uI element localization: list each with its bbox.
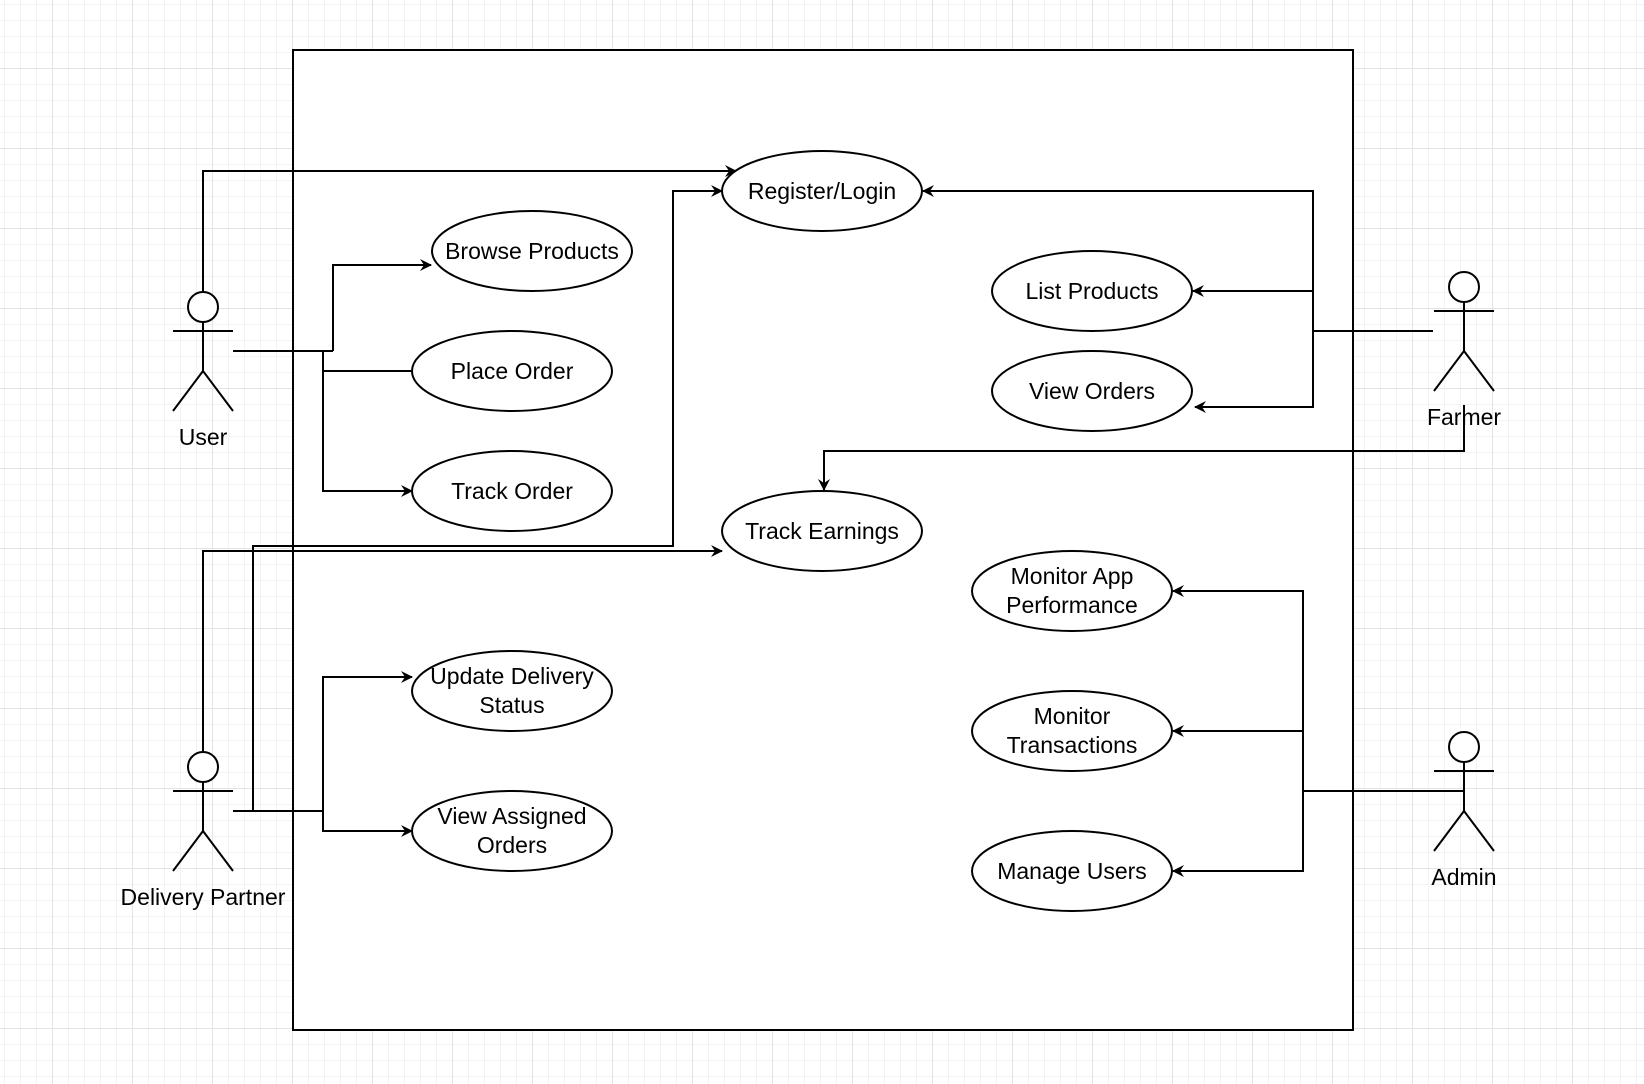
- use-case-label: Track Order: [451, 478, 573, 504]
- use-case-browse-products[interactable]: Browse Products: [431, 210, 633, 292]
- actor-user[interactable]: User: [172, 291, 234, 450]
- connector-admin-users: [1172, 791, 1304, 877]
- stick-figure-icon: [1433, 271, 1495, 392]
- use-case-label: View Orders: [1029, 378, 1155, 404]
- actor-label: Admin: [1431, 864, 1496, 890]
- actor-delivery-partner[interactable]: Delivery Partner: [121, 751, 286, 910]
- use-case-label: Place Order: [451, 358, 574, 384]
- use-case-label-line-2: Transactions: [1007, 732, 1138, 758]
- use-case-label-line-1: Monitor: [1034, 703, 1111, 729]
- actor-label: User: [179, 424, 228, 450]
- use-case-view-orders[interactable]: View Orders: [991, 350, 1193, 432]
- use-case-label-line-2: Orders: [477, 832, 547, 858]
- stick-figure-icon: [1433, 731, 1495, 852]
- use-case-track-earnings[interactable]: Track Earnings: [721, 490, 923, 572]
- use-case-view-assigned-orders[interactable]: View Assigned Orders: [411, 790, 613, 872]
- connector-dp-assigned: [322, 811, 413, 837]
- connector-user-track: [322, 371, 413, 497]
- use-case-monitor-transactions[interactable]: Monitor Transactions: [971, 690, 1173, 772]
- use-case-manage-users[interactable]: Manage Users: [971, 830, 1173, 912]
- use-case-label: Manage Users: [997, 858, 1147, 884]
- connector-user-browse: [332, 259, 432, 351]
- use-case-label-line-2: Performance: [1006, 592, 1138, 618]
- use-case-update-delivery-status[interactable]: Update Delivery Status: [411, 650, 613, 732]
- connector-farmer-earnings: [818, 405, 1465, 491]
- actor-label: Farmer: [1427, 404, 1501, 430]
- connector-farmer-register: [922, 185, 1314, 331]
- stick-figure-icon: [172, 291, 234, 412]
- connector-dp-update: [322, 671, 413, 811]
- actor-label: Delivery Partner: [121, 884, 286, 910]
- connector-dp-register: [233, 185, 723, 812]
- actor-farmer[interactable]: Farmer: [1427, 271, 1501, 430]
- use-case-label: Track Earnings: [745, 518, 899, 544]
- use-case-track-order[interactable]: Track Order: [411, 450, 613, 532]
- use-case-place-order[interactable]: Place Order: [411, 330, 613, 412]
- use-case-register-login[interactable]: Register/Login: [721, 150, 923, 232]
- use-case-monitor-app-performance[interactable]: Monitor App Performance: [971, 550, 1173, 632]
- connector-user-register: [202, 165, 737, 292]
- stick-figure-icon: [172, 751, 234, 872]
- use-case-label-line-1: View Assigned: [437, 803, 586, 829]
- connector-admin-performance: [1172, 585, 1304, 791]
- connector-dp-earnings: [202, 545, 723, 752]
- use-case-label: List Products: [1026, 278, 1159, 304]
- connectors: [202, 165, 1465, 877]
- use-case-label-line-1: Update Delivery: [430, 663, 594, 689]
- actor-admin[interactable]: Admin: [1431, 731, 1497, 890]
- use-case-label-line-1: Monitor App: [1011, 563, 1134, 589]
- use-case-list-products[interactable]: List Products: [991, 250, 1193, 332]
- use-case-label-line-2: Status: [479, 692, 544, 718]
- connector-farmer-view: [1194, 331, 1314, 413]
- use-case-label: Register/Login: [748, 178, 896, 204]
- use-case-label: Browse Products: [445, 238, 619, 264]
